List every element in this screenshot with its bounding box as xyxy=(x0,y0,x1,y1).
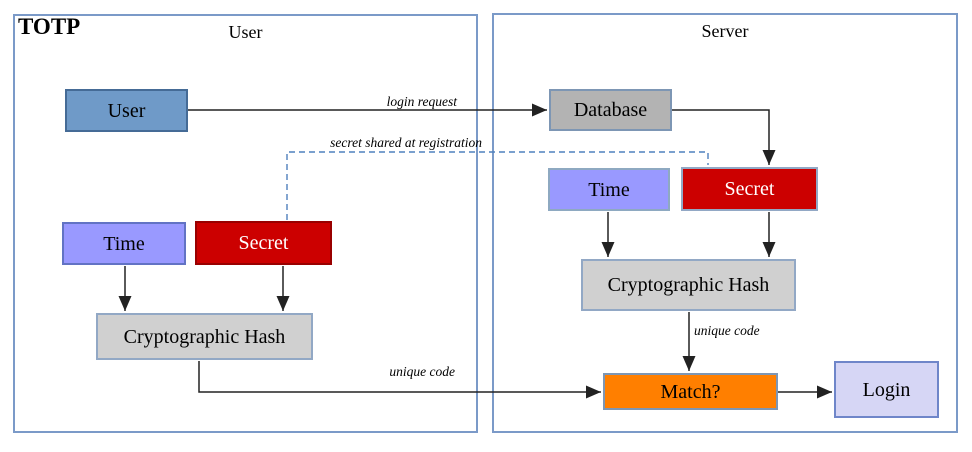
unique-code-label-server: unique code xyxy=(694,323,760,338)
unique-code-label-user: unique code xyxy=(389,364,455,379)
secret-shared-label: secret shared at registration xyxy=(330,135,482,150)
database-node: Database xyxy=(549,89,672,131)
login-request-label: login request xyxy=(386,94,457,109)
login-node-label: Login xyxy=(862,378,911,401)
hash-node-server-label: Cryptographic Hash xyxy=(607,274,770,296)
login-node: Login xyxy=(834,361,939,418)
secret-node-user: Secret xyxy=(195,221,332,265)
user-node-label: User xyxy=(107,99,146,122)
user-panel-title: User xyxy=(228,22,263,42)
hash-node-user: Cryptographic Hash xyxy=(96,313,313,360)
hash-node-server: Cryptographic Hash xyxy=(581,259,796,311)
match-node-label: Match? xyxy=(660,380,721,403)
time-node-server: Time xyxy=(548,168,670,211)
diagram-title: TOTP xyxy=(18,14,81,39)
database-node-label: Database xyxy=(573,99,648,121)
time-node-user: Time xyxy=(62,222,186,265)
user-panel: User xyxy=(13,14,478,433)
hash-node-user-label: Cryptographic Hash xyxy=(123,325,286,348)
time-node-user-label: Time xyxy=(103,232,145,255)
secret-node-user-label: Secret xyxy=(238,232,289,254)
user-node: User xyxy=(65,89,188,132)
secret-node-server-label: Secret xyxy=(724,178,775,200)
match-node: Match? xyxy=(603,373,778,410)
server-panel: Server xyxy=(492,13,958,433)
secret-node-server: Secret xyxy=(681,167,818,211)
time-node-server-label: Time xyxy=(588,178,630,201)
server-panel-title: Server xyxy=(701,21,749,41)
